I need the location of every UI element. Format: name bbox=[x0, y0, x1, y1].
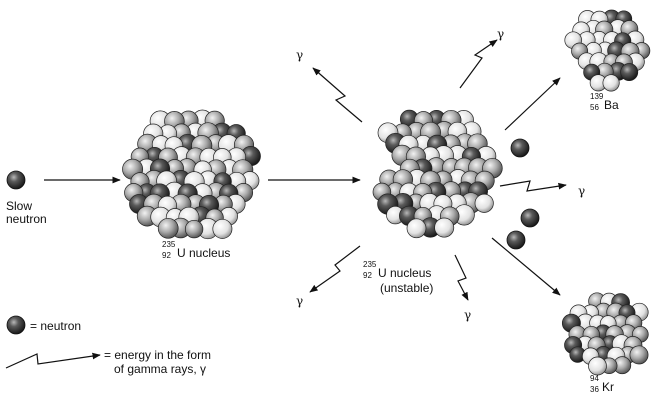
legend-neutron bbox=[6, 315, 26, 335]
nucleon bbox=[474, 193, 494, 213]
legend-neutron-label: = neutron bbox=[30, 319, 82, 333]
legend-energy-label-line1: = energy in the form bbox=[104, 348, 212, 362]
unstable-mass-number: 235 bbox=[363, 260, 377, 269]
u-atomic-number: 92 bbox=[162, 251, 171, 260]
legend-energy-label-line2: of gamma rays, γ bbox=[114, 362, 207, 376]
nucleon bbox=[184, 219, 204, 239]
gamma-label-upper-right: γ bbox=[497, 27, 505, 41]
gamma-arrow-upper-left bbox=[312, 67, 363, 123]
slow-neutron-label-line1: Slow bbox=[6, 199, 33, 213]
gamma-label-lower-left: γ bbox=[296, 294, 304, 308]
emitted-neutrons bbox=[506, 138, 540, 250]
emitted-neutron-2 bbox=[520, 208, 540, 228]
ba-mass-number: 139 bbox=[590, 92, 604, 101]
gamma-arrow-right bbox=[499, 180, 567, 192]
arrow-to-ba bbox=[504, 77, 561, 131]
krypton-nucleus bbox=[561, 292, 649, 376]
nucleon bbox=[602, 74, 620, 92]
reaction-arrows bbox=[44, 77, 561, 296]
gamma-arrow-upper-right bbox=[459, 39, 498, 89]
slow-neutron-label-line2: neutron bbox=[6, 212, 47, 226]
u-nucleus-text: U nucleus bbox=[177, 246, 231, 260]
nucleon bbox=[588, 356, 607, 376]
gamma-rays bbox=[5, 39, 567, 369]
unstable-uranium-nucleus bbox=[372, 109, 503, 239]
kr-symbol: Kr bbox=[602, 380, 614, 394]
ba-atomic-number: 56 bbox=[590, 103, 599, 112]
nucleon bbox=[157, 217, 179, 239]
slow-neutron bbox=[6, 170, 26, 190]
unstable-atomic-number: 92 bbox=[363, 271, 372, 280]
kr-atomic-number: 36 bbox=[590, 385, 599, 394]
nucleon bbox=[434, 217, 455, 238]
kr-mass-number: 94 bbox=[590, 374, 599, 383]
barium-nucleus bbox=[564, 9, 651, 92]
ba-label: 139 56 Ba bbox=[590, 92, 630, 114]
ba-symbol: Ba bbox=[604, 98, 619, 112]
nucleon bbox=[212, 218, 233, 239]
u-mass-number: 235 bbox=[162, 240, 176, 249]
uranium-nucleus bbox=[122, 109, 261, 240]
gamma-arrow-lower bbox=[454, 254, 469, 301]
unstable-sub-label: (unstable) bbox=[380, 281, 434, 295]
gamma-label-lower: γ bbox=[464, 308, 472, 322]
nucleon bbox=[629, 345, 649, 365]
unstable-nucleus-label: 235 92 U nucleus bbox=[363, 260, 453, 282]
arrow-to-kr bbox=[491, 237, 561, 296]
gamma-arrow-lower-left bbox=[309, 245, 361, 293]
u-nucleus-label: 235 92 U nucleus bbox=[162, 240, 252, 262]
nucleon bbox=[406, 218, 427, 239]
emitted-neutron-1 bbox=[510, 138, 530, 158]
gamma-label-right: γ bbox=[578, 184, 586, 198]
kr-label: 94 36 Kr bbox=[590, 374, 630, 396]
gamma-label-upper-left: γ bbox=[296, 48, 304, 62]
unstable-nucleus-text: U nucleus bbox=[378, 266, 432, 280]
nucleon bbox=[620, 63, 639, 82]
legend-gamma-arrow bbox=[5, 352, 101, 369]
emitted-neutron-3 bbox=[506, 230, 526, 250]
